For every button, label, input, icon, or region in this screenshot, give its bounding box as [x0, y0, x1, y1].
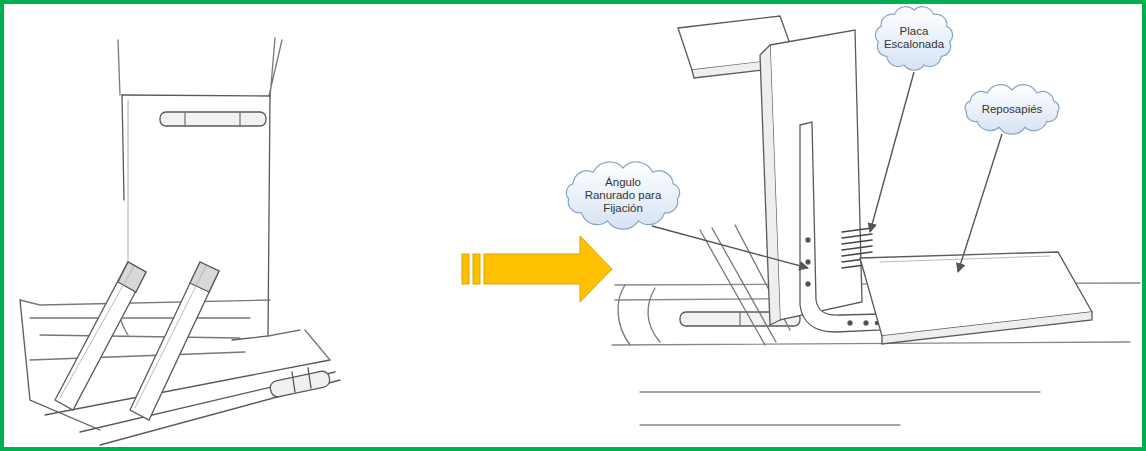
leader-lines	[652, 72, 1002, 272]
cloud-shape	[965, 85, 1059, 135]
leader-line	[652, 226, 808, 268]
callout-text: Reposapiés	[982, 103, 1043, 116]
cloud-shape	[566, 162, 679, 229]
callout-cloud: Ángulo Ranurado para Fijación	[562, 162, 684, 228]
callout-cloud: Placa Escalonada	[872, 4, 956, 72]
callout-cloud: Reposapiés	[960, 84, 1064, 134]
left-sketch	[20, 38, 340, 445]
transition-arrow	[462, 236, 612, 302]
callout-text: Placa Escalonada	[881, 25, 947, 51]
cloud-shape	[875, 7, 952, 71]
leader-line	[958, 134, 1002, 272]
right-sketch	[612, 16, 1140, 425]
callout-text: Ángulo Ranurado para Fijación	[581, 176, 665, 215]
leader-line	[870, 72, 914, 232]
